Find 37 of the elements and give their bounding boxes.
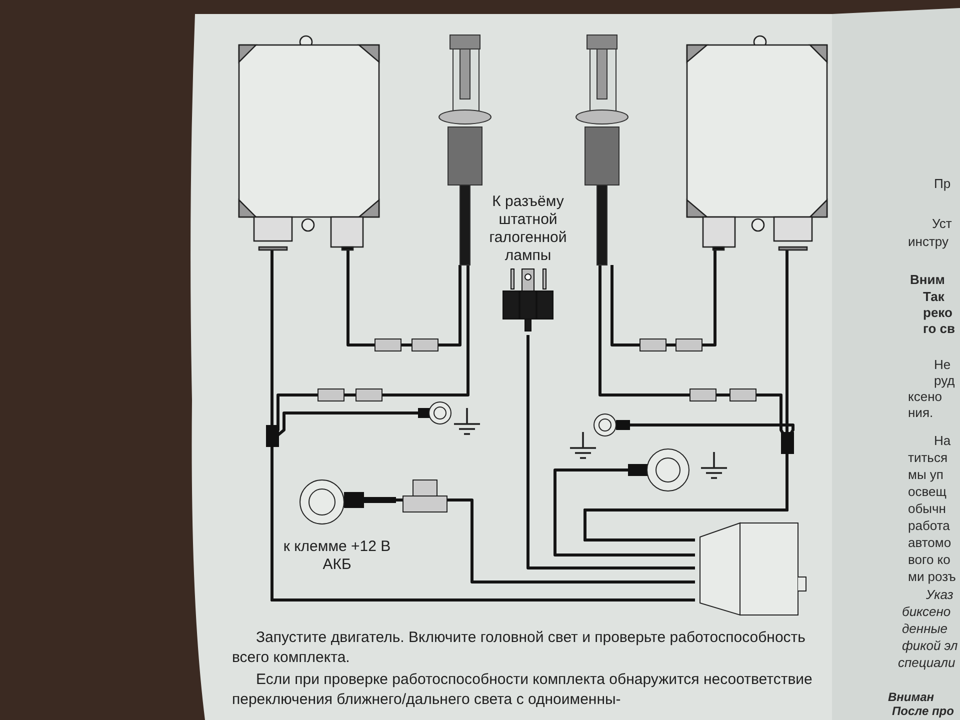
text-fragment: На <box>934 433 951 448</box>
text-fragment: работа <box>908 518 950 533</box>
text-fragment: ния. <box>908 405 934 420</box>
text-fragment: биксено <box>902 604 951 619</box>
text-fragment: Так <box>923 289 944 304</box>
text-fragment: После про <box>892 704 954 719</box>
text-fragment: го св <box>923 321 956 336</box>
text-fragment: обычн <box>908 501 946 516</box>
text-fragment: Пр <box>934 176 951 191</box>
terminal-label: к клемме +12 В АКБ <box>282 538 392 574</box>
text-fragment: руд <box>934 373 955 388</box>
text-fragment: освещ <box>908 484 946 499</box>
text-fragment: титься <box>908 450 948 465</box>
text-fragment: мы уп <box>908 467 944 482</box>
text-fragment: ми розъ <box>908 569 956 584</box>
text-fragment: денные <box>902 621 948 636</box>
wire <box>447 498 695 584</box>
wire <box>584 424 794 542</box>
text-fragment: Уст <box>932 216 952 231</box>
wire <box>270 412 695 602</box>
text-fragment: вого ко <box>908 552 950 567</box>
text-fragment: Вниман <box>888 690 934 705</box>
text-fragment: ксено <box>908 389 942 404</box>
connector-label: К разъёму штатной галогенной лампы <box>488 193 568 265</box>
text-fragment: реко <box>923 305 952 320</box>
text-fragment: инстру <box>908 234 948 249</box>
text-fragment: фикой эл <box>902 638 958 653</box>
wire <box>526 335 695 570</box>
text-fragment: Указ <box>926 587 954 602</box>
paragraph: Если при проверке работоспособности комплекта обнаружится несоответствие переключения ближнего/дальнего света с одноименны- <box>232 670 814 710</box>
paragraph: Запустите двигатель. Включите головной свет и проверьте работоспособность всего комплекта. <box>232 628 806 668</box>
wire <box>554 468 695 556</box>
text-fragment: специали <box>898 655 956 670</box>
wire <box>396 498 403 502</box>
text-fragment: Не <box>934 357 951 372</box>
text-fragment: Вним <box>910 272 945 287</box>
text-fragment: автомо <box>908 535 952 550</box>
